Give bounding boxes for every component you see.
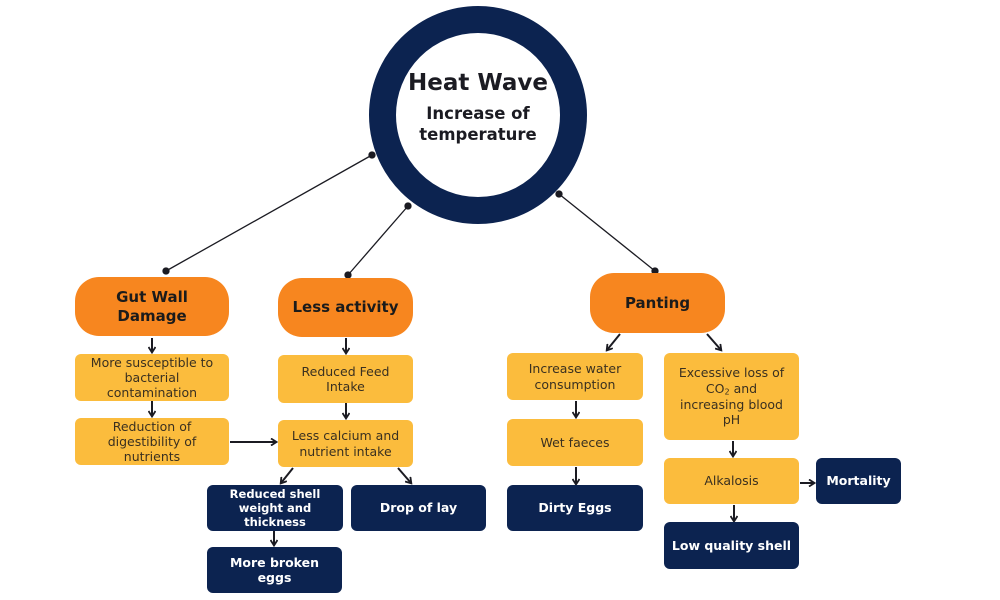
node-less-activity: Less activity [278, 278, 413, 337]
node-label: Dirty Eggs [538, 500, 612, 516]
node-label: Low quality shell [671, 537, 792, 553]
node-gut-wall-damage: Gut Wall Damage [75, 277, 229, 336]
arrow [281, 467, 294, 483]
arrow [706, 333, 721, 350]
node-label: Less activity [292, 298, 399, 317]
node-alkalosis: Alkalosis [664, 458, 799, 504]
node-label: Reduced shell weight and thickness [229, 486, 321, 529]
node-wet-faeces: Wet faeces [507, 419, 643, 466]
link-dot [555, 190, 563, 198]
co2-subscript: 2 [724, 386, 730, 397]
node-label: Mortality [826, 473, 891, 489]
co2-text: Excessive loss of CO [678, 365, 785, 396]
node-label: Excessive loss of CO2 and increasing blo… [674, 365, 789, 427]
node-reduced-shell-weight: Reduced shell weight and thickness [207, 485, 343, 531]
node-label: Alkalosis [704, 473, 759, 489]
node-excessive-co2-loss: Excessive loss of CO2 and increasing blo… [664, 353, 799, 440]
node-drop-of-lay: Drop of lay [351, 485, 486, 531]
link-dot [368, 151, 376, 159]
node-less-calcium: Less calcium and nutrient intake [278, 420, 413, 467]
node-low-quality-shell: Low quality shell [664, 522, 799, 569]
node-label: Drop of lay [379, 500, 458, 516]
node-susceptible-bacterial: More susceptible to bacterial contaminat… [75, 354, 229, 401]
node-label: Panting [624, 293, 691, 312]
node-increase-water: Increase water consumption [507, 353, 643, 400]
heat-wave-subtitle: Increase of temperature [419, 104, 537, 144]
link-dot [404, 202, 412, 210]
link-center-panting [558, 193, 656, 272]
node-more-broken-eggs: More broken eggs [207, 547, 342, 593]
node-label: Reduced Feed Intake [301, 363, 390, 394]
node-panting: Panting [590, 273, 725, 333]
node-label: Reduction of digestibility of nutrients [107, 418, 197, 465]
node-mortality: Mortality [816, 458, 901, 504]
node-label: Gut Wall Damage [116, 288, 188, 325]
node-label: Increase water consumption [528, 361, 622, 392]
node-label: More broken eggs [229, 554, 320, 585]
heat-wave-circle: Heat Wave Increase of temperature [369, 6, 587, 224]
node-dirty-eggs: Dirty Eggs [507, 485, 643, 531]
link-dot [162, 267, 170, 275]
node-reduction-digestibility: Reduction of digestibility of nutrients [75, 418, 229, 465]
link-center-activity [347, 205, 409, 276]
node-label: Less calcium and nutrient intake [291, 428, 400, 459]
arrow [397, 467, 411, 483]
node-reduced-feed-intake: Reduced Feed Intake [278, 355, 413, 403]
heat-wave-title: Heat Wave [407, 70, 549, 97]
link-center-gut [165, 154, 373, 272]
co2-text-rest: and increasing blood pH [680, 380, 783, 428]
node-label: Wet faeces [540, 434, 610, 450]
node-label: More susceptible to bacterial contaminat… [90, 354, 214, 401]
arrow [607, 333, 621, 350]
